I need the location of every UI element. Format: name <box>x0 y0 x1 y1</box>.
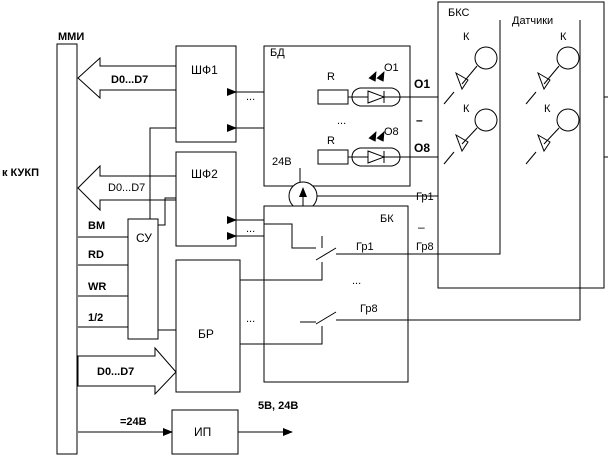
br-dots: ... <box>246 313 255 325</box>
resistor-r1 <box>317 89 349 105</box>
bk-gr8-label: Гр8 <box>360 303 378 315</box>
bk-label: БК <box>380 213 394 225</box>
bk-gr1-label: Гр1 <box>356 241 374 253</box>
mmi-bus-bar <box>56 43 78 455</box>
mmi-label: ММИ <box>58 31 84 43</box>
resistor-r1-label: R <box>327 71 335 83</box>
bd-24v-label: 24В <box>272 156 292 168</box>
photo-sensor-icon: К <box>525 103 580 165</box>
bus-arrow-br <box>77 346 177 396</box>
bks-dash: – <box>418 220 425 234</box>
bks-label: БКС <box>448 7 470 19</box>
switch-icon <box>315 247 337 261</box>
br-block <box>175 259 241 393</box>
bus-label-shf1: D0...D7 <box>111 74 148 86</box>
ip-block <box>171 409 239 455</box>
photo-sensor-icon: К <box>525 31 580 105</box>
bd-dots: ... <box>337 115 346 127</box>
signal-half-label: 1/2 <box>88 312 103 324</box>
bks-block <box>437 1 605 289</box>
output-o1-label: О1 <box>414 77 430 91</box>
opto-o8-label: О8 <box>384 126 399 138</box>
sensors-label: Датчики <box>512 15 553 27</box>
photo-sensor-icon: К <box>443 31 498 105</box>
kukp-label: к КУКП <box>2 167 39 179</box>
shf1-block <box>175 45 237 143</box>
bd-label: БД <box>270 47 285 59</box>
bus-label-shf2: D0...D7 <box>108 182 145 194</box>
signal-rd-label: RD <box>88 249 104 261</box>
shf2-label: ШФ2 <box>191 167 218 181</box>
ip-label: ИП <box>194 425 211 439</box>
sensor-k1-label: К <box>463 31 470 43</box>
output-dash-1: – <box>416 113 423 127</box>
sensor-k2-label: К <box>560 31 567 43</box>
signal-wr-label: WR <box>88 281 106 293</box>
photo-sensor-icon: К <box>443 103 498 165</box>
output-o8-label: О8 <box>414 141 430 155</box>
bk-block <box>263 205 409 383</box>
bks-gr1-label: Гр1 <box>416 191 434 203</box>
su-block <box>127 218 159 340</box>
sensor-k3-label: К <box>463 103 470 115</box>
opto-o1-label: О1 <box>384 62 399 74</box>
su-label: СУ <box>136 231 152 245</box>
bk-dots: ... <box>352 275 361 287</box>
sensor-k4-label: К <box>544 103 551 115</box>
bus-label-br: D0...D7 <box>97 366 134 378</box>
shf2-block <box>175 151 237 247</box>
signal-bm-label: ВМ <box>88 220 105 232</box>
ip-output-label: 5В, 24В <box>258 400 298 412</box>
switch-icon <box>315 311 337 325</box>
shf2-dots: ... <box>246 223 255 235</box>
ip-input-label: =24В <box>120 416 147 428</box>
shf1-dots: ... <box>246 91 255 103</box>
br-label: БР <box>198 327 214 341</box>
resistor-r8-label: R <box>327 135 335 147</box>
resistor-r8 <box>317 149 349 165</box>
optocoupler-icon <box>348 71 410 107</box>
optocoupler-icon <box>348 131 410 167</box>
bks-gr8-label: Гр8 <box>416 241 434 253</box>
shf1-label: ШФ1 <box>191 63 218 77</box>
